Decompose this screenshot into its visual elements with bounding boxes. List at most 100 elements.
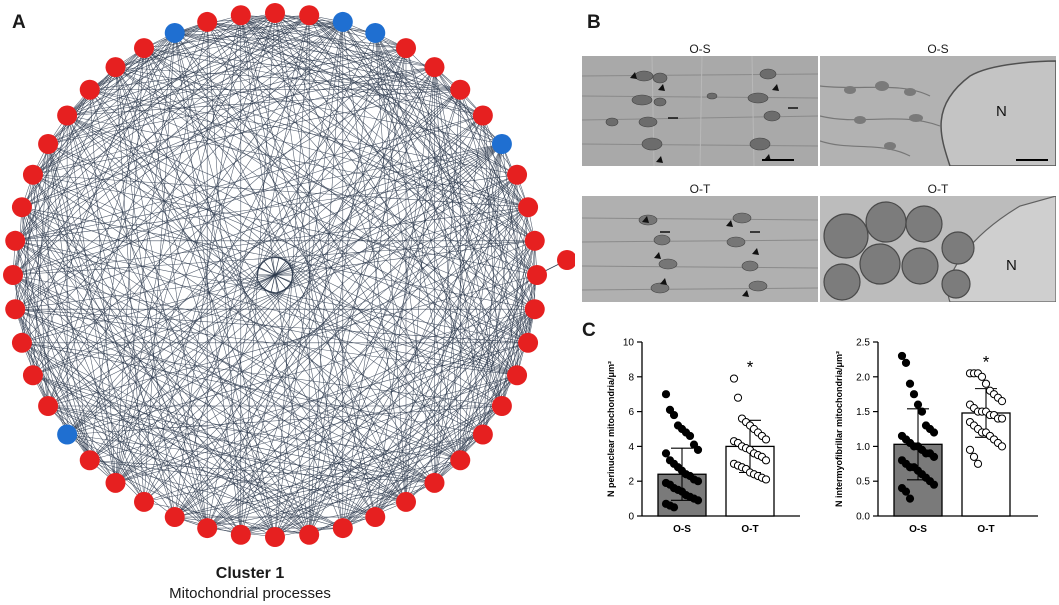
network-node bbox=[230, 524, 251, 545]
network-node bbox=[472, 105, 493, 126]
network-node bbox=[38, 134, 59, 154]
data-point bbox=[997, 397, 1007, 406]
x-tick-label: O-S bbox=[673, 524, 691, 535]
x-tick-label: O-T bbox=[741, 524, 758, 535]
network-node bbox=[105, 472, 126, 493]
y-axis-label: N intermyofibrillar mitochondria/μm² bbox=[834, 351, 844, 507]
em-nucleus-label: N bbox=[1006, 257, 1017, 274]
data-point bbox=[969, 452, 979, 461]
network-node bbox=[57, 105, 78, 126]
network-node bbox=[57, 424, 78, 445]
network-node bbox=[365, 507, 386, 528]
network-node bbox=[134, 38, 154, 59]
network-node bbox=[5, 299, 26, 320]
data-point bbox=[997, 414, 1007, 423]
data-point bbox=[901, 358, 911, 367]
network-node bbox=[524, 230, 545, 251]
data-point bbox=[913, 400, 923, 409]
panel-label-b: B bbox=[587, 12, 601, 33]
data-point bbox=[693, 477, 703, 486]
network-node bbox=[265, 3, 285, 23]
network-node bbox=[396, 491, 416, 512]
network-node bbox=[557, 250, 575, 270]
network-node bbox=[299, 5, 320, 26]
network-node bbox=[197, 518, 218, 539]
network-graph bbox=[3, 3, 575, 547]
network-node bbox=[3, 265, 23, 285]
network-node bbox=[105, 57, 126, 78]
em-label-top-left: O-S bbox=[689, 42, 711, 56]
network-node bbox=[164, 22, 185, 43]
network-node bbox=[518, 332, 539, 353]
data-point bbox=[973, 459, 983, 468]
data-point bbox=[729, 374, 739, 383]
x-tick-label: O-T bbox=[977, 524, 994, 535]
network-node bbox=[164, 507, 185, 528]
network-node bbox=[22, 164, 43, 185]
data-point bbox=[761, 456, 771, 465]
significance-star: * bbox=[983, 352, 990, 371]
y-tick-label: 8 bbox=[628, 372, 634, 383]
network-edges bbox=[12, 12, 538, 538]
data-point bbox=[669, 410, 679, 420]
data-point bbox=[685, 431, 695, 441]
network-node bbox=[396, 38, 416, 59]
y-tick-label: 1.0 bbox=[856, 442, 870, 453]
network-node bbox=[332, 518, 353, 539]
y-tick-label: 4 bbox=[628, 442, 634, 453]
network-node bbox=[230, 5, 251, 26]
x-tick-label: O-S bbox=[909, 524, 927, 535]
em-label-bottom-right: O-T bbox=[927, 182, 949, 196]
chart-intermyofibrillar: 0.00.51.01.52.02.5N intermyofibrillar mi… bbox=[834, 338, 1038, 535]
data-point bbox=[929, 428, 939, 437]
network-node bbox=[11, 197, 32, 218]
data-point bbox=[661, 390, 671, 399]
network-node bbox=[424, 57, 445, 78]
data-point bbox=[693, 445, 703, 454]
significance-star: * bbox=[747, 358, 754, 377]
y-axis-label: N perinuclear mitochondria/μm² bbox=[606, 361, 616, 497]
data-point bbox=[661, 449, 671, 458]
network-node bbox=[365, 22, 386, 43]
data-point bbox=[693, 496, 703, 505]
data-point bbox=[917, 407, 927, 416]
data-point bbox=[909, 390, 919, 399]
y-tick-label: 0.0 bbox=[856, 512, 870, 523]
data-point bbox=[901, 487, 911, 496]
network-node bbox=[507, 164, 528, 185]
network-node bbox=[491, 134, 512, 154]
network-node bbox=[527, 265, 547, 285]
panel-label-c: C bbox=[582, 320, 596, 341]
network-node bbox=[299, 524, 320, 545]
network-node bbox=[265, 527, 285, 547]
y-tick-label: 0 bbox=[628, 512, 634, 523]
data-point bbox=[997, 442, 1007, 451]
network-nodes bbox=[3, 3, 547, 547]
em-micrograph-ot-low bbox=[582, 196, 818, 302]
data-point bbox=[733, 393, 743, 402]
network-node bbox=[518, 197, 539, 218]
network-node bbox=[79, 79, 100, 100]
em-micrograph-os-high: N bbox=[820, 56, 1056, 166]
network-subtitle: Mitochondrial processes bbox=[169, 585, 331, 602]
network-node bbox=[332, 11, 353, 32]
data-point bbox=[897, 351, 907, 361]
data-point bbox=[761, 435, 771, 444]
em-label-bottom-left: O-T bbox=[689, 182, 711, 196]
y-tick-label: 1.5 bbox=[856, 407, 870, 418]
panel-label-a: A bbox=[12, 12, 26, 33]
data-point bbox=[905, 379, 915, 388]
data-point bbox=[981, 379, 991, 388]
network-node bbox=[134, 491, 154, 512]
network-title: Cluster 1 bbox=[215, 565, 285, 582]
network-node bbox=[79, 450, 100, 471]
network-node bbox=[424, 472, 445, 493]
data-point bbox=[669, 503, 679, 512]
network-node bbox=[472, 424, 493, 445]
em-micrograph-ot-high: N bbox=[820, 196, 1056, 302]
network-node bbox=[491, 396, 512, 416]
network-node bbox=[524, 299, 545, 320]
network-node bbox=[197, 11, 218, 32]
data-point bbox=[929, 480, 939, 489]
network-node bbox=[450, 79, 471, 100]
